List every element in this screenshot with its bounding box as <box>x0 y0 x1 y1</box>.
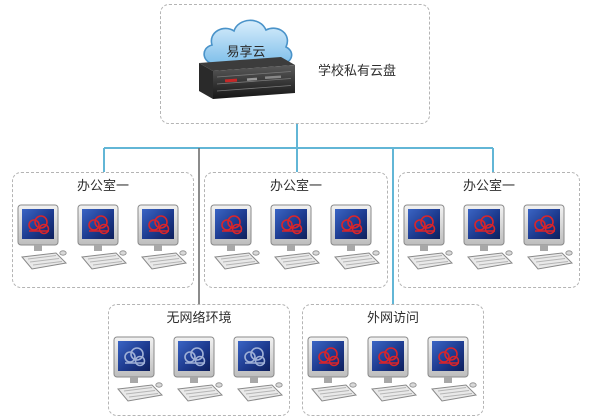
external-access-group: 外网访问 <box>302 304 484 416</box>
office-group-3: 办公室一 <box>398 172 580 288</box>
office-title: 办公室一 <box>269 179 322 194</box>
computer-icon <box>76 203 130 273</box>
computer-icon <box>426 335 480 405</box>
office-title: 办公室一 <box>462 179 515 194</box>
computer-icon <box>329 203 383 273</box>
computer-icon <box>112 335 166 405</box>
office-group-1: 办公室一 <box>12 172 194 288</box>
computer-icon <box>522 203 576 273</box>
server-icon <box>191 53 297 101</box>
server-label: 学校私有云盘 <box>318 64 397 79</box>
computer-icon <box>366 335 420 405</box>
external-access-title: 外网访问 <box>366 311 419 326</box>
offline-group: 无网络环境 <box>108 304 290 416</box>
offline-title: 无网络环境 <box>166 311 232 326</box>
computer-icon <box>306 335 360 405</box>
computer-icon <box>462 203 516 273</box>
computer-icon <box>402 203 456 273</box>
computer-icon <box>269 203 323 273</box>
computer-icon <box>16 203 70 273</box>
computer-icon <box>209 203 263 273</box>
office-group-2: 办公室一 <box>204 172 388 288</box>
cloud-icon: 易享云 <box>196 14 296 72</box>
computer-icon <box>172 335 226 405</box>
computer-icon <box>136 203 190 273</box>
computer-icon <box>232 335 286 405</box>
cloud-label: 易享云 <box>226 45 266 60</box>
server-group <box>160 4 430 124</box>
office-title: 办公室一 <box>76 179 129 194</box>
